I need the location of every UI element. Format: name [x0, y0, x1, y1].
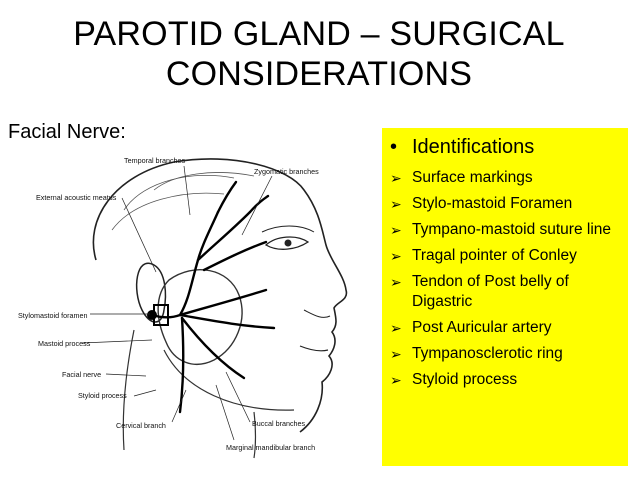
- bullet-icon: •: [390, 136, 398, 158]
- label-temporal-branches: Temporal branches: [124, 156, 186, 165]
- heading-text: Identifications: [412, 136, 535, 158]
- title-line-1: PAROTID GLAND – SURGICAL: [73, 15, 565, 53]
- head-outline: [92, 158, 348, 433]
- arrow-bullet-icon: ➢: [390, 170, 402, 186]
- list-item: ➢ Post Auricular artery: [390, 318, 622, 338]
- slide-title: PAROTID GLAND – SURGICAL CONSIDERATIONS: [0, 14, 638, 94]
- label-cervical-branch: Cervical branch: [116, 421, 166, 430]
- list-item-text: Tendon of Post belly of Digastric: [412, 273, 569, 310]
- list-item: ➢ Surface markings: [390, 168, 622, 188]
- label-facial-nerve: Facial nerve: [62, 370, 101, 379]
- title-line-2: CONSIDERATIONS: [165, 55, 473, 93]
- label-stylomastoid-foramen: Stylomastoid foramen: [18, 311, 88, 320]
- facial-nerve-branches: [150, 180, 276, 414]
- identifications-list: ➢ Surface markings ➢ Stylo-mastoid Foram…: [390, 168, 622, 396]
- arrow-bullet-icon: ➢: [390, 320, 402, 336]
- list-item: ➢ Stylo-mastoid Foramen: [390, 194, 622, 214]
- list-item-text: Stylo-mastoid Foramen: [412, 195, 573, 212]
- arrow-bullet-icon: ➢: [390, 372, 402, 388]
- label-buccal-branches: Buccal branches: [252, 419, 306, 428]
- list-item: ➢ Tympanosclerotic ring: [390, 344, 622, 364]
- list-item-text: Tympano-mastoid suture line: [412, 221, 612, 238]
- facial-nerve-illustration: Temporal branches Zygomatic branches Ext…: [4, 150, 374, 460]
- label-external-acoustic-meatus: External acoustic meatus: [36, 193, 117, 202]
- arrow-bullet-icon: ➢: [390, 274, 402, 290]
- label-zygomatic-branches: Zygomatic branches: [254, 167, 319, 176]
- label-mastoid-process: Mastoid process: [38, 339, 91, 348]
- list-item-text: Post Auricular artery: [412, 319, 552, 336]
- list-item-text: Surface markings: [412, 169, 533, 186]
- label-styloid-process: Styloid process: [78, 391, 127, 400]
- arrow-bullet-icon: ➢: [390, 222, 402, 238]
- list-item-text: Tympanosclerotic ring: [412, 345, 563, 362]
- list-item: ➢ Tendon of Post belly of Digastric: [390, 272, 622, 312]
- facial-nerve-diagram: Temporal branches Zygomatic branches Ext…: [18, 156, 348, 459]
- identifications-panel: • Identifications ➢ Surface markings ➢ S…: [382, 128, 628, 466]
- list-item: ➢ Tympano-mastoid suture line: [390, 220, 622, 240]
- arrow-bullet-icon: ➢: [390, 248, 402, 264]
- label-marginal-mandibular-branch: Marginal mandibular branch: [226, 443, 315, 452]
- list-item-text: Tragal pointer of Conley: [412, 247, 577, 264]
- list-item: ➢ Styloid process: [390, 370, 622, 390]
- arrow-bullet-icon: ➢: [390, 346, 402, 362]
- eye: [264, 236, 310, 250]
- list-item: ➢ Tragal pointer of Conley: [390, 246, 622, 266]
- arrow-bullet-icon: ➢: [390, 196, 402, 212]
- subtitle-facial-nerve: Facial Nerve:: [8, 121, 126, 143]
- list-item-text: Styloid process: [412, 371, 518, 388]
- identifications-heading: • Identifications: [390, 134, 534, 160]
